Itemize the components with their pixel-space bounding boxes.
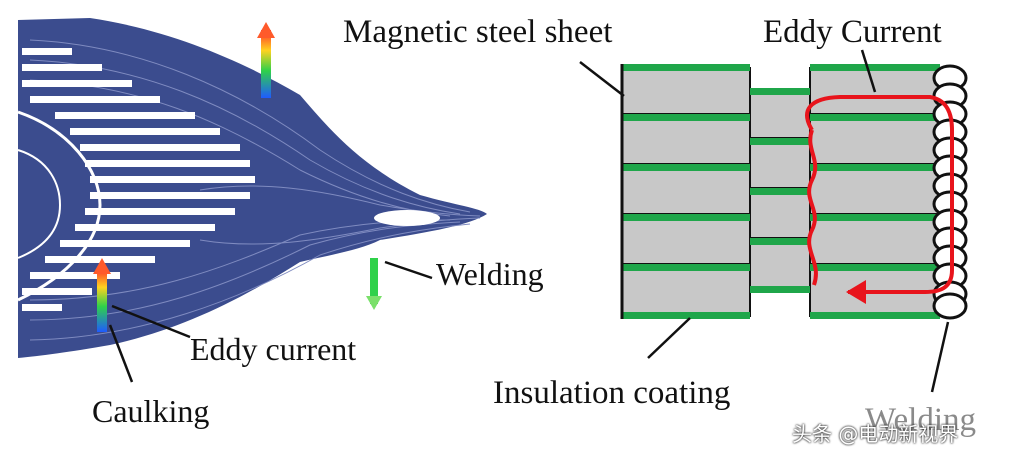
eddy-arrowhead <box>846 280 866 304</box>
weld-marker <box>366 258 382 310</box>
watermark: 头条 @电动新视界 <box>792 422 959 446</box>
eddy-marker-bottom <box>93 258 111 332</box>
label-eddy-current-left: Eddy current <box>190 331 357 367</box>
label-caulking: Caulking <box>92 393 210 429</box>
label-welding-right: Welding <box>865 402 976 438</box>
bore-arc <box>17 110 102 302</box>
tip-hole <box>374 210 440 226</box>
label-magnetic-steel-sheet: Magnetic steel sheet <box>343 14 613 50</box>
eddy-marker-top <box>257 22 275 98</box>
lamination-core <box>17 18 487 358</box>
label-insulation-coating: Insulation coating <box>493 375 731 411</box>
label-eddy-current-right: Eddy Current <box>763 14 942 50</box>
right-leaders <box>579 49 950 393</box>
cross-section <box>620 64 968 320</box>
eddy-current-path <box>805 95 954 294</box>
label-welding-left: Welding <box>436 256 544 292</box>
left-leaders <box>108 260 433 383</box>
